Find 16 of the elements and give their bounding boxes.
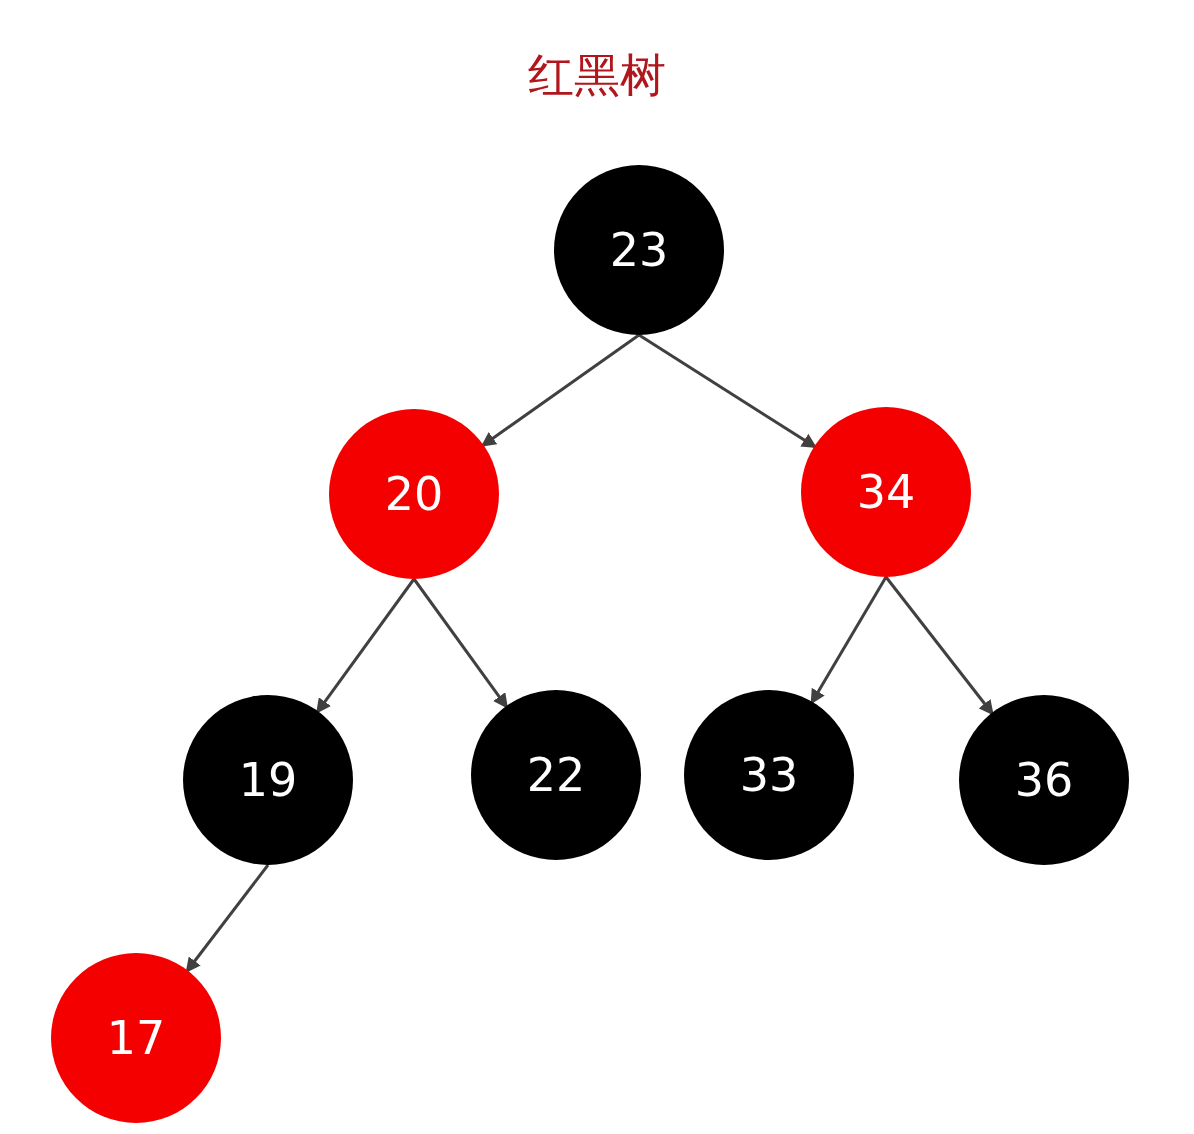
node-value: 17 [106,1015,166,1061]
node-value: 22 [526,752,586,798]
arrow [884,576,995,716]
arrow [480,333,640,448]
arrow [412,578,509,709]
arrow [185,864,270,973]
node-value: 33 [739,752,799,798]
node-value: 19 [238,757,298,803]
node-value: 20 [384,471,444,517]
arrow [315,578,416,714]
node-value: 34 [856,469,916,515]
title: 红黑树 [528,50,666,101]
arrow [810,576,888,705]
node-value: 23 [609,227,669,273]
arrow [638,333,817,449]
node-value: 36 [1014,757,1074,803]
